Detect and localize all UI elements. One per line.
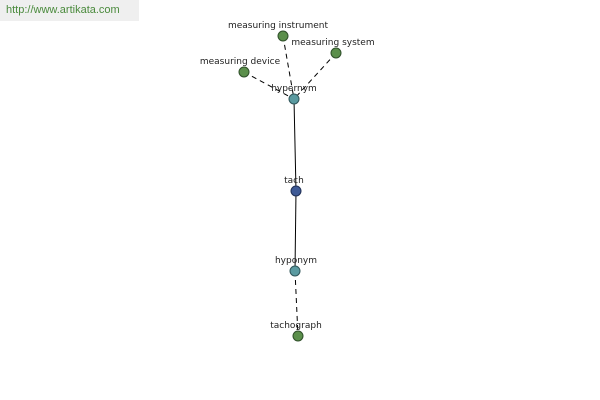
node-dot bbox=[289, 265, 301, 277]
node-hyponym[interactable]: hyponym bbox=[275, 256, 317, 277]
node-measuring-instrument[interactable]: measuring instrument bbox=[228, 21, 329, 42]
node-label: tach bbox=[284, 176, 304, 186]
node-tachograph[interactable]: tachograph bbox=[270, 321, 322, 342]
node-hypernym[interactable]: hypernym bbox=[271, 84, 317, 105]
node-tach[interactable]: tach bbox=[284, 176, 304, 197]
node-measuring-device[interactable]: measuring device bbox=[200, 57, 281, 78]
node-dot bbox=[277, 30, 289, 42]
edge-measuring-instrument-hypernym bbox=[282, 35, 295, 100]
edge-tach-hyponym bbox=[294, 190, 297, 272]
edge-hyponym-tachograph bbox=[294, 270, 299, 337]
node-measuring-system[interactable]: measuring system bbox=[291, 38, 375, 59]
node-label: hyponym bbox=[275, 256, 317, 266]
edge-measuring-system-hypernym bbox=[293, 52, 337, 100]
node-label: measuring device bbox=[200, 57, 281, 67]
node-dot bbox=[290, 185, 302, 197]
node-label: measuring instrument bbox=[228, 21, 329, 31]
edge-measuring-device-hypernym bbox=[243, 71, 295, 100]
edge-hypernym-tach bbox=[293, 98, 297, 192]
node-label: hypernym bbox=[271, 84, 317, 94]
node-dot bbox=[238, 66, 250, 78]
node-dot bbox=[330, 47, 342, 59]
node-dot bbox=[292, 330, 304, 342]
node-dot bbox=[288, 93, 300, 105]
node-label: tachograph bbox=[270, 321, 322, 331]
node-label: measuring system bbox=[291, 38, 374, 48]
watermark-url[interactable]: http://www.artikata.com bbox=[0, 0, 139, 21]
